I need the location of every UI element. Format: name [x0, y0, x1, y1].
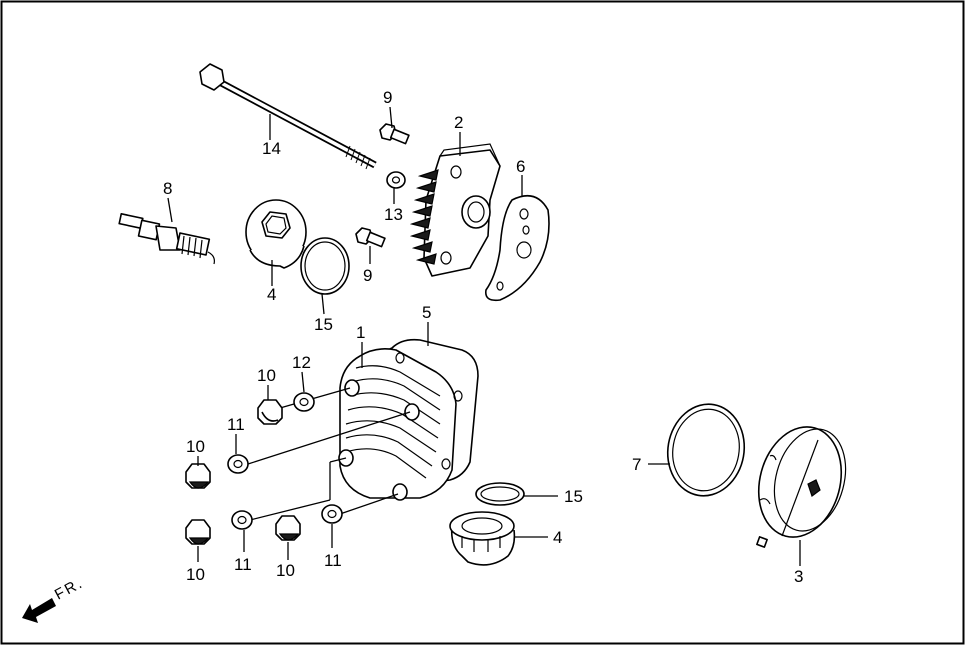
part-15-o-ring-upper — [300, 237, 350, 295]
part-4-cap-plug-lower — [449, 511, 516, 566]
callout-1: 1 — [356, 323, 365, 342]
callout-9-upper: 9 — [383, 88, 392, 107]
part-7-large-o-ring — [666, 403, 746, 497]
part-13-washer — [386, 171, 406, 189]
callout-labels: 14 8 4 15 9 13 9 2 6 1 5 12 10 11 10 10 … — [163, 88, 803, 586]
part-10-cap-nut-c — [185, 519, 211, 545]
part-3-round-cover — [756, 426, 847, 548]
part-8-spark-plug — [118, 213, 215, 265]
callout-10-c: 10 — [186, 565, 205, 584]
front-direction-marker: FR. — [22, 574, 87, 623]
part-10-cap-nut-b — [185, 463, 211, 489]
callout-8: 8 — [163, 179, 172, 198]
part-9-bolt-upper — [379, 123, 410, 145]
part-11-washer-a — [227, 454, 249, 474]
callout-5: 5 — [422, 303, 431, 322]
front-arrow-icon — [22, 598, 56, 623]
callout-9-lower: 9 — [363, 266, 372, 285]
callout-4-lower: 4 — [553, 528, 562, 547]
callout-13: 13 — [384, 205, 403, 224]
callout-2: 2 — [454, 113, 463, 132]
callout-11-c: 11 — [324, 551, 342, 570]
part-10-cap-nut-a — [257, 399, 283, 425]
part-14-stud-bolt — [199, 63, 377, 170]
part-11-washer-b — [231, 510, 253, 530]
callout-leader-lines — [167, 106, 801, 566]
part-2-fin-cover — [409, 143, 501, 277]
callout-15-upper: 15 — [314, 315, 333, 334]
callout-10-a: 10 — [257, 366, 276, 385]
part-4-cap-plug-upper — [245, 199, 307, 269]
callout-7: 7 — [632, 455, 641, 474]
callout-15-lower: 15 — [564, 487, 583, 506]
callout-10-d: 10 — [276, 561, 295, 580]
part-11-washer-c — [321, 504, 343, 524]
bolt-alignment-lines — [247, 387, 411, 521]
callout-12: 12 — [292, 353, 311, 372]
part-1-head-cover — [338, 348, 463, 501]
callout-10-b: 10 — [186, 437, 205, 456]
part-6-gasket — [484, 194, 550, 302]
part-15-o-ring-lower — [475, 482, 525, 506]
part-9-bolt-lower — [355, 227, 386, 248]
callout-4-upper: 4 — [267, 285, 276, 304]
part-10-cap-nut-d — [275, 515, 301, 541]
callout-6: 6 — [516, 157, 525, 176]
callout-11-b: 11 — [234, 555, 252, 574]
callout-14: 14 — [262, 139, 281, 158]
part-12-washer — [293, 392, 315, 412]
callout-11-a: 11 — [227, 415, 245, 434]
callout-3: 3 — [794, 567, 803, 586]
front-label: FR. — [52, 574, 87, 603]
